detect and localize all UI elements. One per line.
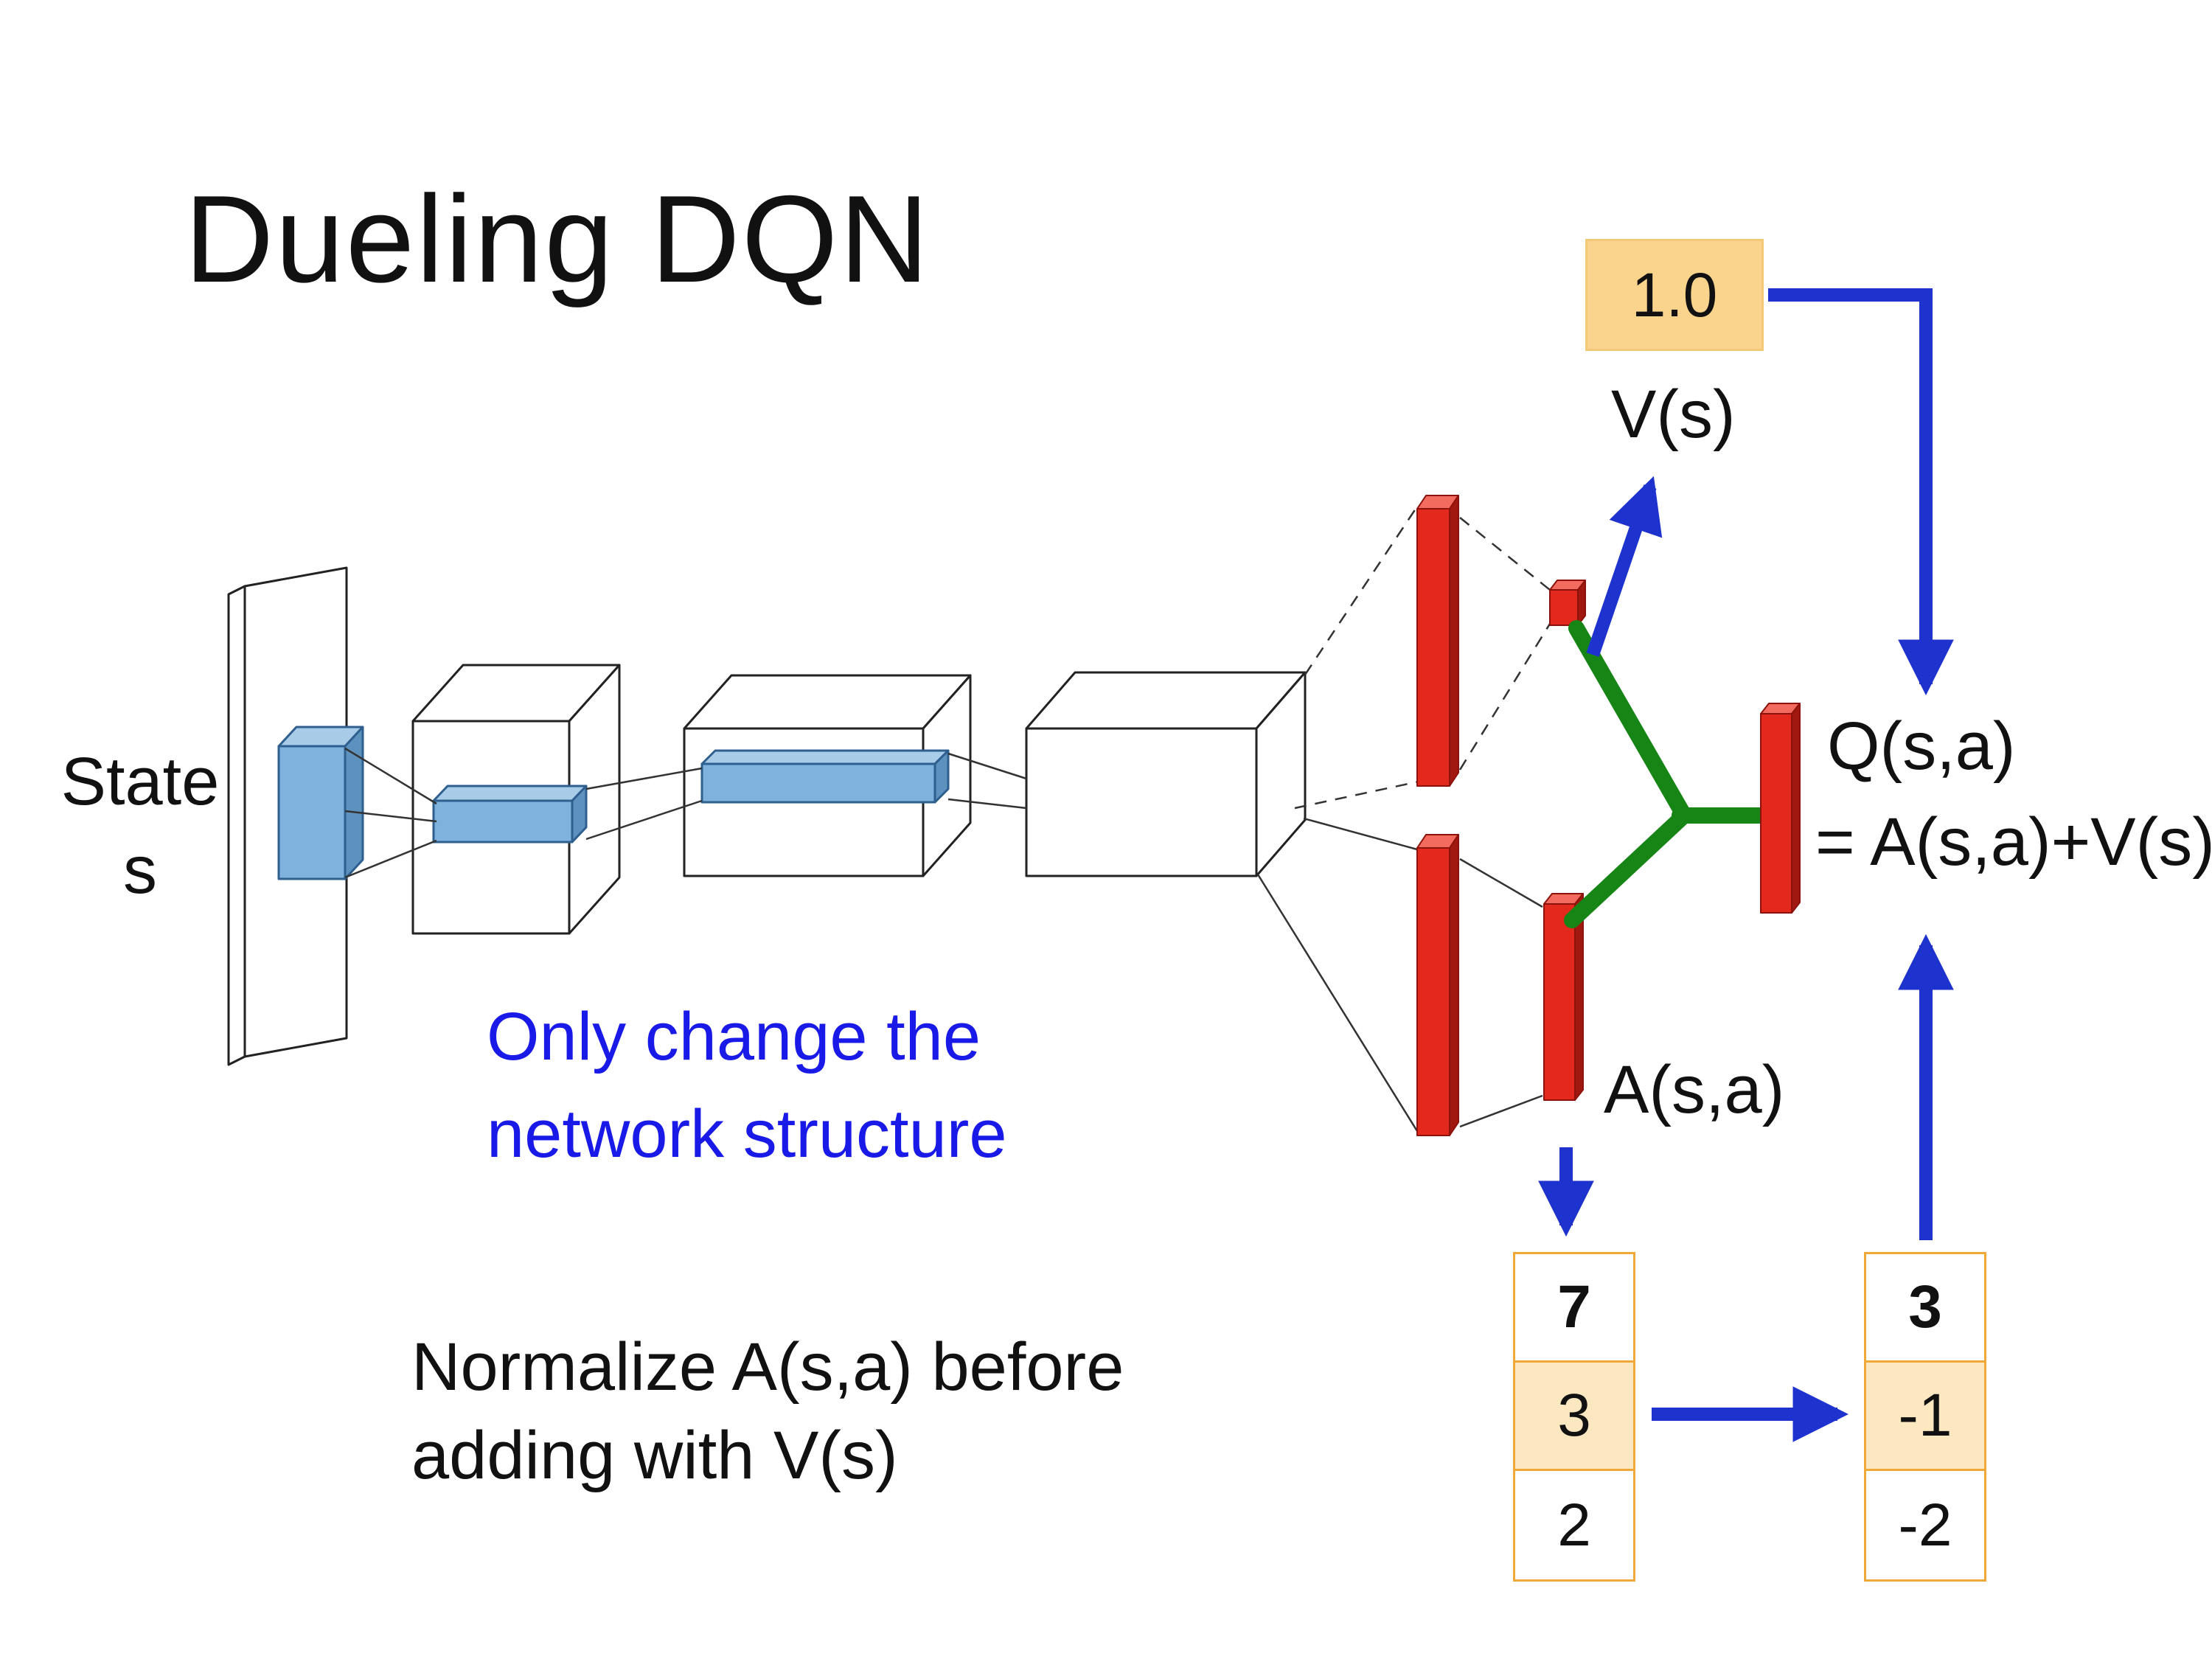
conv-feature-bar-1: [432, 785, 588, 844]
v-label: V(s): [1611, 377, 1736, 452]
flow-arrows: [1538, 288, 1954, 1442]
normalize-note-line1: Normalize A(s,a) before: [411, 1329, 1124, 1405]
advantage-cell-2: 2: [1515, 1471, 1633, 1579]
q-label: Q(s,a): [1827, 709, 2016, 784]
structure-note: Only change the network structure: [487, 988, 1007, 1183]
conv-feature-bar-2: [700, 749, 950, 804]
normalized-cell-1: -1: [1866, 1363, 1984, 1471]
structure-note-line1: Only change the: [487, 999, 981, 1074]
normalized-cell-0: 3: [1866, 1254, 1984, 1363]
normalize-note: Normalize A(s,a) before adding with V(s): [411, 1323, 1124, 1500]
q-output-bar: [1760, 703, 1801, 914]
connection-lines: [344, 747, 1543, 1132]
value-stream-bar: [1416, 495, 1459, 787]
value-to-q-arrow: [1768, 288, 1954, 696]
dashed-connection-lines: [1294, 504, 1551, 810]
a-label: A(s,a): [1604, 1052, 1785, 1127]
v-value-box: 1.0: [1585, 239, 1764, 351]
slide-title: Dueling DQN: [184, 170, 931, 308]
v-value: 1.0: [1631, 260, 1718, 330]
advantage-stream-bar: [1416, 834, 1459, 1136]
merge-lines: [1564, 620, 1772, 928]
state-label-line1: State: [60, 744, 220, 819]
q-formula: = A(s,a)+V(s): [1815, 804, 2212, 880]
normalized-values-table: 3 -1 -2: [1864, 1252, 1986, 1582]
fc-layer-box: [1025, 671, 1307, 877]
v-scalar-box: [1549, 580, 1586, 626]
advantage-values-table: 7 3 2: [1513, 1252, 1635, 1582]
normalize-note-line2: adding with V(s): [411, 1418, 898, 1493]
normalized-cell-2: -2: [1866, 1471, 1984, 1579]
state-label-line2: s: [123, 832, 157, 908]
state-label: State s: [59, 737, 221, 914]
advantage-cell-1: 3: [1515, 1363, 1633, 1471]
a-vector-bar: [1543, 893, 1584, 1101]
advantage-cell-0: 7: [1515, 1254, 1633, 1363]
v-up-arrow: [1586, 476, 1663, 657]
structure-note-line2: network structure: [487, 1096, 1007, 1172]
conv-kernel-box: [277, 726, 364, 880]
